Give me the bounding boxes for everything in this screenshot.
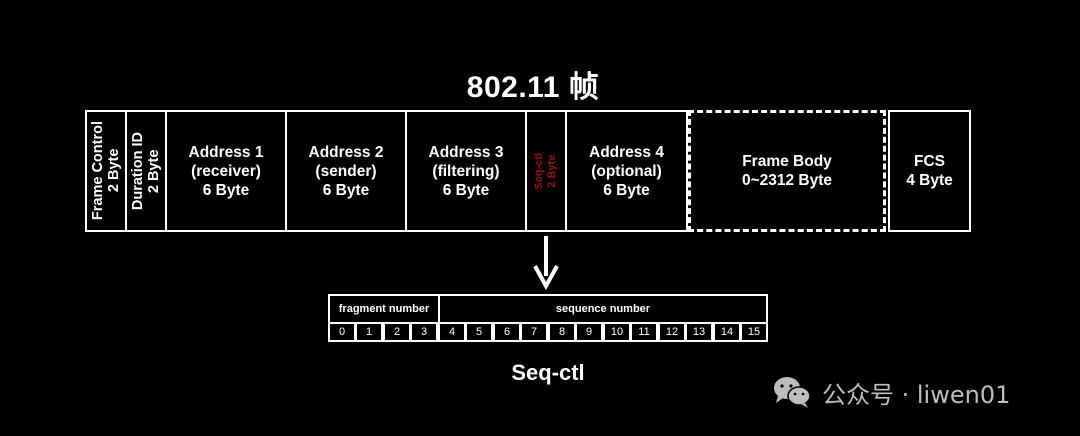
watermark-text: 公众号 · liwen01 <box>822 380 1011 409</box>
bit-cell: 9 <box>575 322 603 342</box>
bit-cell: 6 <box>493 322 521 342</box>
sequence-number-header: sequence number <box>438 294 768 324</box>
field-frame-control: Frame Control 2 Byte <box>85 110 127 232</box>
bit-cell: 11 <box>630 322 658 342</box>
watermark: 公众号 · liwen01 <box>772 372 1010 412</box>
diagram-title: 802.11 帧 <box>466 71 600 104</box>
field-address-2: Address 2 (sender) 6 Byte <box>285 110 407 232</box>
bit-cell: 1 <box>355 322 383 342</box>
bit-cell: 14 <box>713 322 741 342</box>
field-label: Seq-ctl 2 Byte <box>533 152 558 190</box>
field-seq-ctl: Seq-ctl 2 Byte <box>525 110 567 232</box>
seq-ctl-caption: Seq-ctl <box>511 360 585 385</box>
down-arrow-icon <box>533 236 559 290</box>
bit-cell: 4 <box>438 322 466 342</box>
field-fcs: FCS 4 Byte <box>888 110 971 232</box>
field-duration-id: Duration ID 2 Byte <box>125 110 167 232</box>
frame-structure: Frame Control 2 Byte Duration ID 2 Byte … <box>85 110 971 232</box>
field-frame-body: Frame Body 0~2312 Byte <box>688 110 886 232</box>
bit-cell: 5 <box>465 322 493 342</box>
bit-cell: 3 <box>410 322 438 342</box>
bit-cell: 2 <box>383 322 411 342</box>
bit-cell: 8 <box>548 322 576 342</box>
bit-cell: 15 <box>740 322 768 342</box>
bit-cell: 10 <box>603 322 631 342</box>
field-address-3: Address 3 (filtering) 6 Byte <box>405 110 527 232</box>
bit-cell: 7 <box>520 322 548 342</box>
fragment-number-header: fragment number <box>328 294 440 324</box>
field-address-4: Address 4 (optional) 6 Byte <box>565 110 688 232</box>
field-label: Frame Control 2 Byte <box>90 121 122 221</box>
bit-cell: 0 <box>328 322 356 342</box>
field-address-1: Address 1 (receiver) 6 Byte <box>165 110 287 232</box>
bit-cell: 13 <box>685 322 713 342</box>
wechat-icon <box>774 377 811 408</box>
field-label: Duration ID 2 Byte <box>130 131 162 211</box>
bit-cell: 12 <box>658 322 686 342</box>
seq-ctl-breakdown: fragment number sequence number 0 1 2 3 … <box>328 294 768 346</box>
